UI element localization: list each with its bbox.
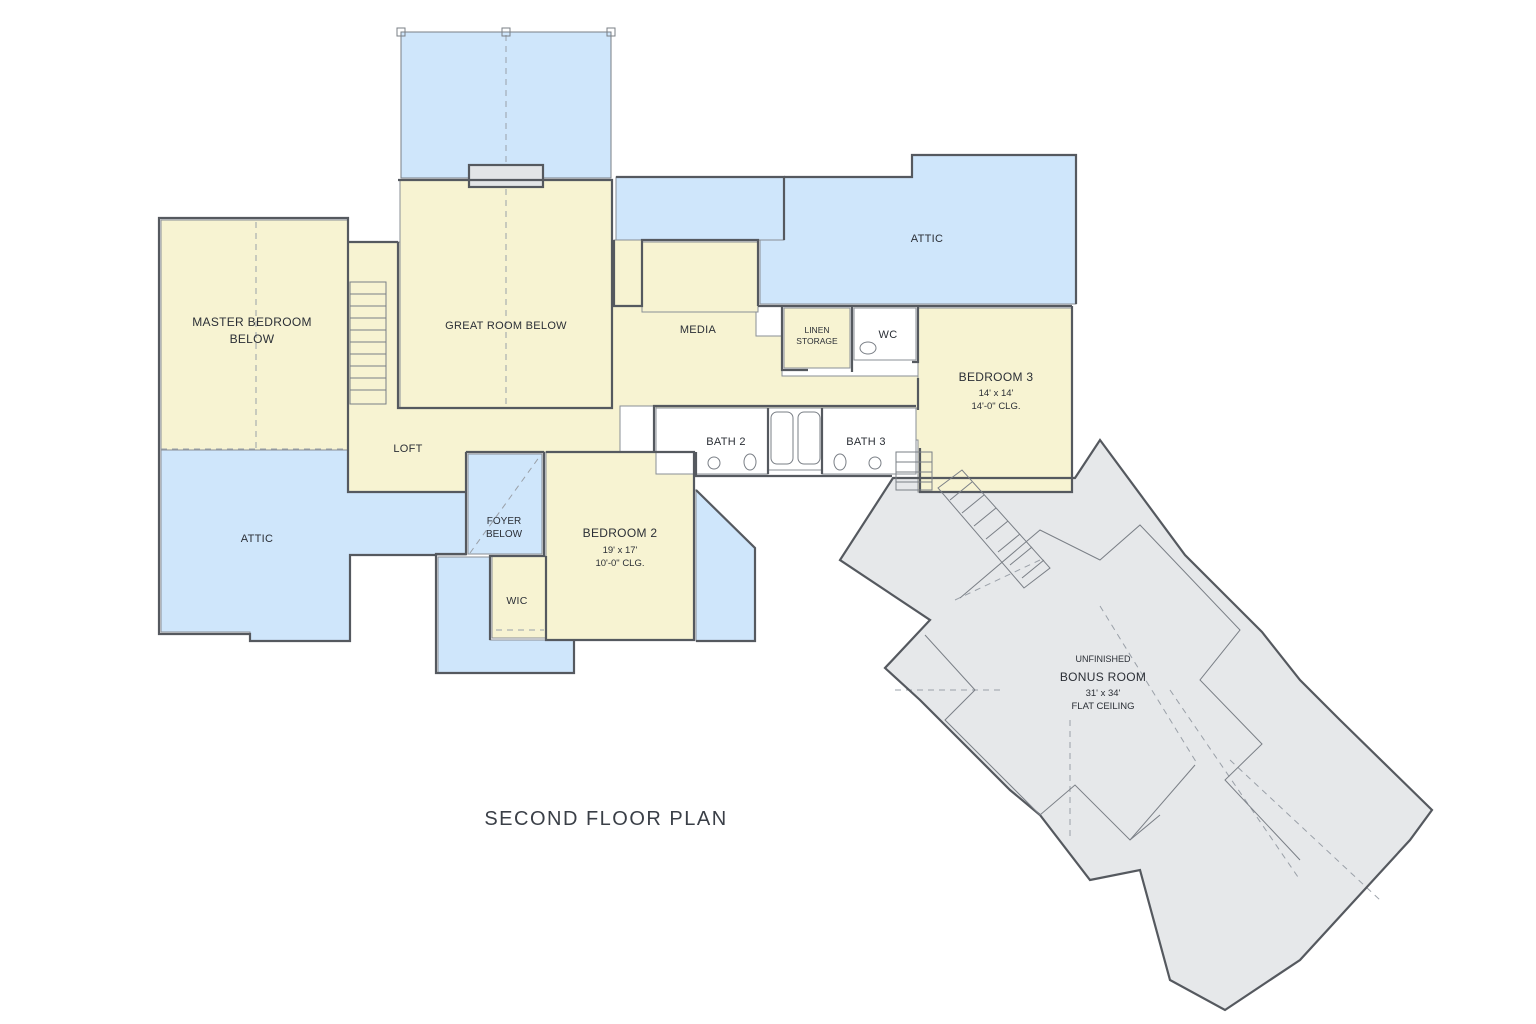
bedroom-3-ceiling: 14'-0" CLG. [971, 401, 1020, 412]
media-label: MEDIA [680, 324, 717, 336]
linen-storage-area [783, 307, 851, 369]
bath-3-label: BATH 3 [846, 436, 886, 448]
master-bedroom-label-1: MASTER BEDROOM [192, 315, 312, 329]
bonus-room-ceiling: FLAT CEILING [1072, 701, 1135, 712]
walls [157, 27, 1434, 1012]
living-areas [160, 179, 1073, 641]
loft-label: LOFT [393, 443, 422, 455]
linen-label-2: STORAGE [796, 336, 838, 346]
wc-label: WC [879, 329, 898, 341]
plan-title: SECOND FLOOR PLAN [484, 808, 727, 830]
master-bedroom-area [160, 219, 349, 451]
wic-label: WIC [506, 595, 527, 607]
wet-areas [655, 307, 917, 475]
bonus-room-label: BONUS ROOM [1060, 670, 1146, 684]
bedroom-2-label: BEDROOM 2 [583, 526, 658, 540]
bonus-room-note: UNFINISHED [1075, 654, 1131, 664]
bath-2-label: BATH 2 [706, 436, 746, 448]
foyer-below-label-2: BELOW [486, 529, 523, 540]
bath-3-floor [821, 407, 917, 475]
foyer-below-label-1: FOYER [487, 516, 521, 527]
left-stair [349, 281, 387, 405]
great-room-label: GREAT ROOM BELOW [445, 320, 567, 332]
linen-label-1: LINEN [804, 325, 829, 335]
attic-right-of-bedroom2 [695, 488, 756, 642]
wc-floor [853, 307, 917, 361]
room-labels: MASTER BEDROOM BELOW GREAT ROOM BELOW ME… [192, 233, 1146, 830]
attic-left-label: ATTIC [241, 533, 273, 545]
attic-top-left [615, 176, 785, 241]
bonus-room-area [839, 439, 1433, 1011]
bedroom-2-size: 19' x 17' [603, 545, 638, 556]
tub-area [767, 407, 823, 471]
bath-2-floor [655, 407, 769, 475]
bedroom-3-area [899, 307, 1073, 493]
bonus-room-shape [839, 439, 1433, 1011]
bedroom-2-area [545, 451, 695, 641]
bedroom-2-ceiling: 10'-0" CLG. [595, 558, 644, 569]
bedroom-3-size: 14' x 14' [979, 388, 1014, 399]
master-bedroom-label-2: BELOW [230, 332, 275, 346]
bonus-stair [895, 451, 1051, 589]
media-side-strip [613, 239, 643, 307]
bedroom-3-label: BEDROOM 3 [959, 370, 1034, 384]
media-top-area [641, 241, 759, 313]
bonus-room-size: 31' x 34' [1086, 688, 1121, 699]
attic-top-label: ATTIC [911, 233, 943, 245]
